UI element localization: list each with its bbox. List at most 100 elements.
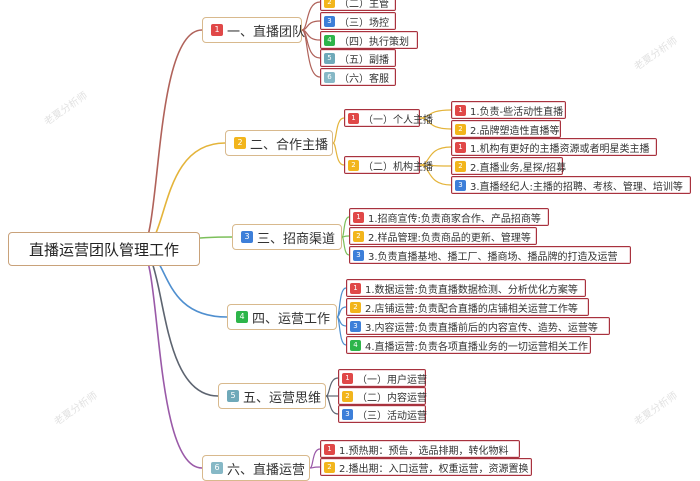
- topic-node[interactable]: 2 2.播出期：入口运营，权重运营，资源置换: [320, 458, 532, 476]
- topic-node[interactable]: 3 （三）活动运营: [338, 405, 427, 423]
- priority-badge-icon: 4: [236, 311, 248, 323]
- node-label: （二）机构主播: [363, 161, 433, 173]
- node-label: 3.内容运营:负责直播前后的内容宣传、造势、运营等: [365, 322, 598, 334]
- priority-badge-icon: 3: [324, 15, 335, 27]
- priority-badge-icon: 1: [455, 141, 466, 153]
- node-label: 2.播出期：入口运营，权重运营，资源置换: [339, 463, 529, 475]
- node-label: 1.招商宣传:负责商家合作、产品招商等: [368, 213, 541, 225]
- node-label: 2.直播业务,星探/招募: [470, 162, 567, 174]
- priority-badge-icon: 3: [350, 320, 361, 332]
- connector-line: [301, 29, 321, 78]
- node-label: 二、合作主播: [250, 137, 329, 153]
- priority-badge-icon: 2: [455, 160, 466, 172]
- branch-node[interactable]: 1 一、直播团队: [202, 17, 306, 43]
- node-label: （一）个人主播: [363, 114, 433, 126]
- connector-line: [325, 395, 339, 415]
- connector-line: [332, 142, 345, 166]
- branch-node[interactable]: 4 四、运营工作: [227, 304, 337, 330]
- branch-node[interactable]: 5 五、运营思维: [218, 383, 326, 409]
- root-node[interactable]: 直播运营团队管理工作: [8, 232, 200, 266]
- node-label: （三）活动运营: [357, 410, 427, 422]
- node-label: （四）执行策划: [339, 36, 409, 48]
- connector-line: [332, 117, 345, 144]
- topic-node[interactable]: 1 1.招商宣传:负责商家合作、产品招商等: [349, 208, 549, 226]
- priority-badge-icon: 2: [234, 137, 246, 149]
- priority-badge-icon: 5: [227, 390, 239, 402]
- node-label: 2.店铺运营:负责配合直播的店铺相关运营工作等: [365, 303, 578, 315]
- node-label: （二）内容运营: [357, 392, 427, 404]
- node-label: （六）客服: [339, 73, 389, 85]
- priority-badge-icon: 1: [455, 104, 466, 116]
- topic-node[interactable]: 2 （二）内容运营: [338, 387, 427, 405]
- node-label: （三）场控: [339, 17, 389, 29]
- connector-line: [341, 216, 350, 238]
- priority-badge-icon: 2: [342, 390, 353, 402]
- subtopic-node[interactable]: 1 1.机构有更好的主播资源或者明星类主播: [451, 138, 657, 156]
- node-label: 3.直播经纪人:主播的招聘、考核、管理、培训等: [470, 181, 683, 193]
- connector-line: [325, 377, 339, 397]
- priority-badge-icon: 1: [353, 211, 364, 223]
- priority-badge-icon: 1: [342, 372, 353, 384]
- node-label: 五、运营思维: [243, 390, 322, 406]
- node-label: （一）用户运营: [357, 374, 427, 386]
- priority-badge-icon: 2: [324, 0, 335, 8]
- connector-line: [139, 248, 203, 469]
- connector-line: [309, 448, 321, 469]
- priority-badge-icon: 1: [211, 24, 223, 36]
- priority-badge-icon: 2: [455, 123, 466, 135]
- priority-badge-icon: 1: [350, 282, 361, 294]
- topic-node[interactable]: 4 （四）执行策划: [320, 31, 418, 49]
- priority-badge-icon: 3: [342, 408, 353, 420]
- connector-line: [419, 117, 452, 130]
- priority-badge-icon: 2: [324, 461, 335, 473]
- priority-badge-icon: 5: [324, 52, 335, 64]
- connector-line: [309, 466, 321, 469]
- topic-node[interactable]: 6 （六）客服: [320, 68, 396, 86]
- priority-badge-icon: 2: [348, 159, 359, 171]
- connector-line: [336, 316, 347, 346]
- priority-badge-icon: 1: [324, 443, 335, 455]
- node-label: 四、运营工作: [252, 311, 331, 327]
- subtopic-node[interactable]: 2 2.品牌塑造性直播等: [451, 120, 561, 138]
- node-label: 2.品牌塑造性直播等: [470, 125, 560, 137]
- connector-line: [336, 287, 347, 318]
- topic-node[interactable]: 3 （三）场控: [320, 12, 396, 30]
- priority-badge-icon: 1: [348, 112, 359, 124]
- priority-badge-icon: 3: [353, 249, 364, 261]
- topic-node[interactable]: 2 （二）机构主播: [344, 156, 433, 174]
- priority-badge-icon: 4: [350, 339, 361, 351]
- node-label: 一、直播团队: [227, 24, 306, 40]
- priority-badge-icon: 6: [324, 71, 335, 83]
- node-label: 1.机构有更好的主播资源或者明星类主播: [470, 143, 650, 155]
- connector-line: [419, 164, 452, 186]
- node-label: 三、招商渠道: [257, 231, 336, 247]
- topic-node[interactable]: 1 1.预热期：预告，选品排期，转化物料: [320, 440, 520, 458]
- node-label: 直播运营团队管理工作: [28, 240, 179, 259]
- node-label: 1.预热期：预告，选品排期，转化物料: [339, 445, 509, 457]
- branch-node[interactable]: 2 二、合作主播: [225, 130, 333, 156]
- topic-node[interactable]: 5 （五）副播: [320, 49, 396, 67]
- node-label: 3.负责直播基地、播工厂、播商场、播品牌的打造及运营: [368, 251, 618, 263]
- node-label: （五）副播: [339, 54, 389, 66]
- priority-badge-icon: 3: [241, 231, 253, 243]
- node-label: 六、直播运营: [227, 462, 306, 478]
- subtopic-node[interactable]: 2 2.直播业务,星探/招募: [451, 157, 567, 175]
- topic-node[interactable]: 1 （一）用户运营: [338, 369, 427, 387]
- priority-badge-icon: 2: [353, 230, 364, 242]
- priority-badge-icon: 4: [324, 34, 335, 46]
- topic-node[interactable]: 3 3.内容运营:负责直播前后的内容宣传、造势、运营等: [346, 317, 610, 335]
- subtopic-node[interactable]: 1 1.负责-些活动性直播: [451, 101, 566, 119]
- topic-node[interactable]: 3 3.负责直播基地、播工厂、播商场、播品牌的打造及运营: [349, 246, 631, 264]
- node-label: 1.负责-些活动性直播: [470, 106, 564, 118]
- topic-node[interactable]: 1 （一）个人主播: [344, 109, 433, 127]
- node-label: 2.样品管理:负责商品的更新、管理等: [368, 232, 531, 244]
- branch-node[interactable]: 3 三、招商渠道: [232, 224, 342, 250]
- connector-line: [341, 236, 350, 256]
- topic-node[interactable]: 2 2.样品管理:负责商品的更新、管理等: [349, 227, 537, 245]
- topic-node[interactable]: 2（二）主管: [320, 0, 396, 11]
